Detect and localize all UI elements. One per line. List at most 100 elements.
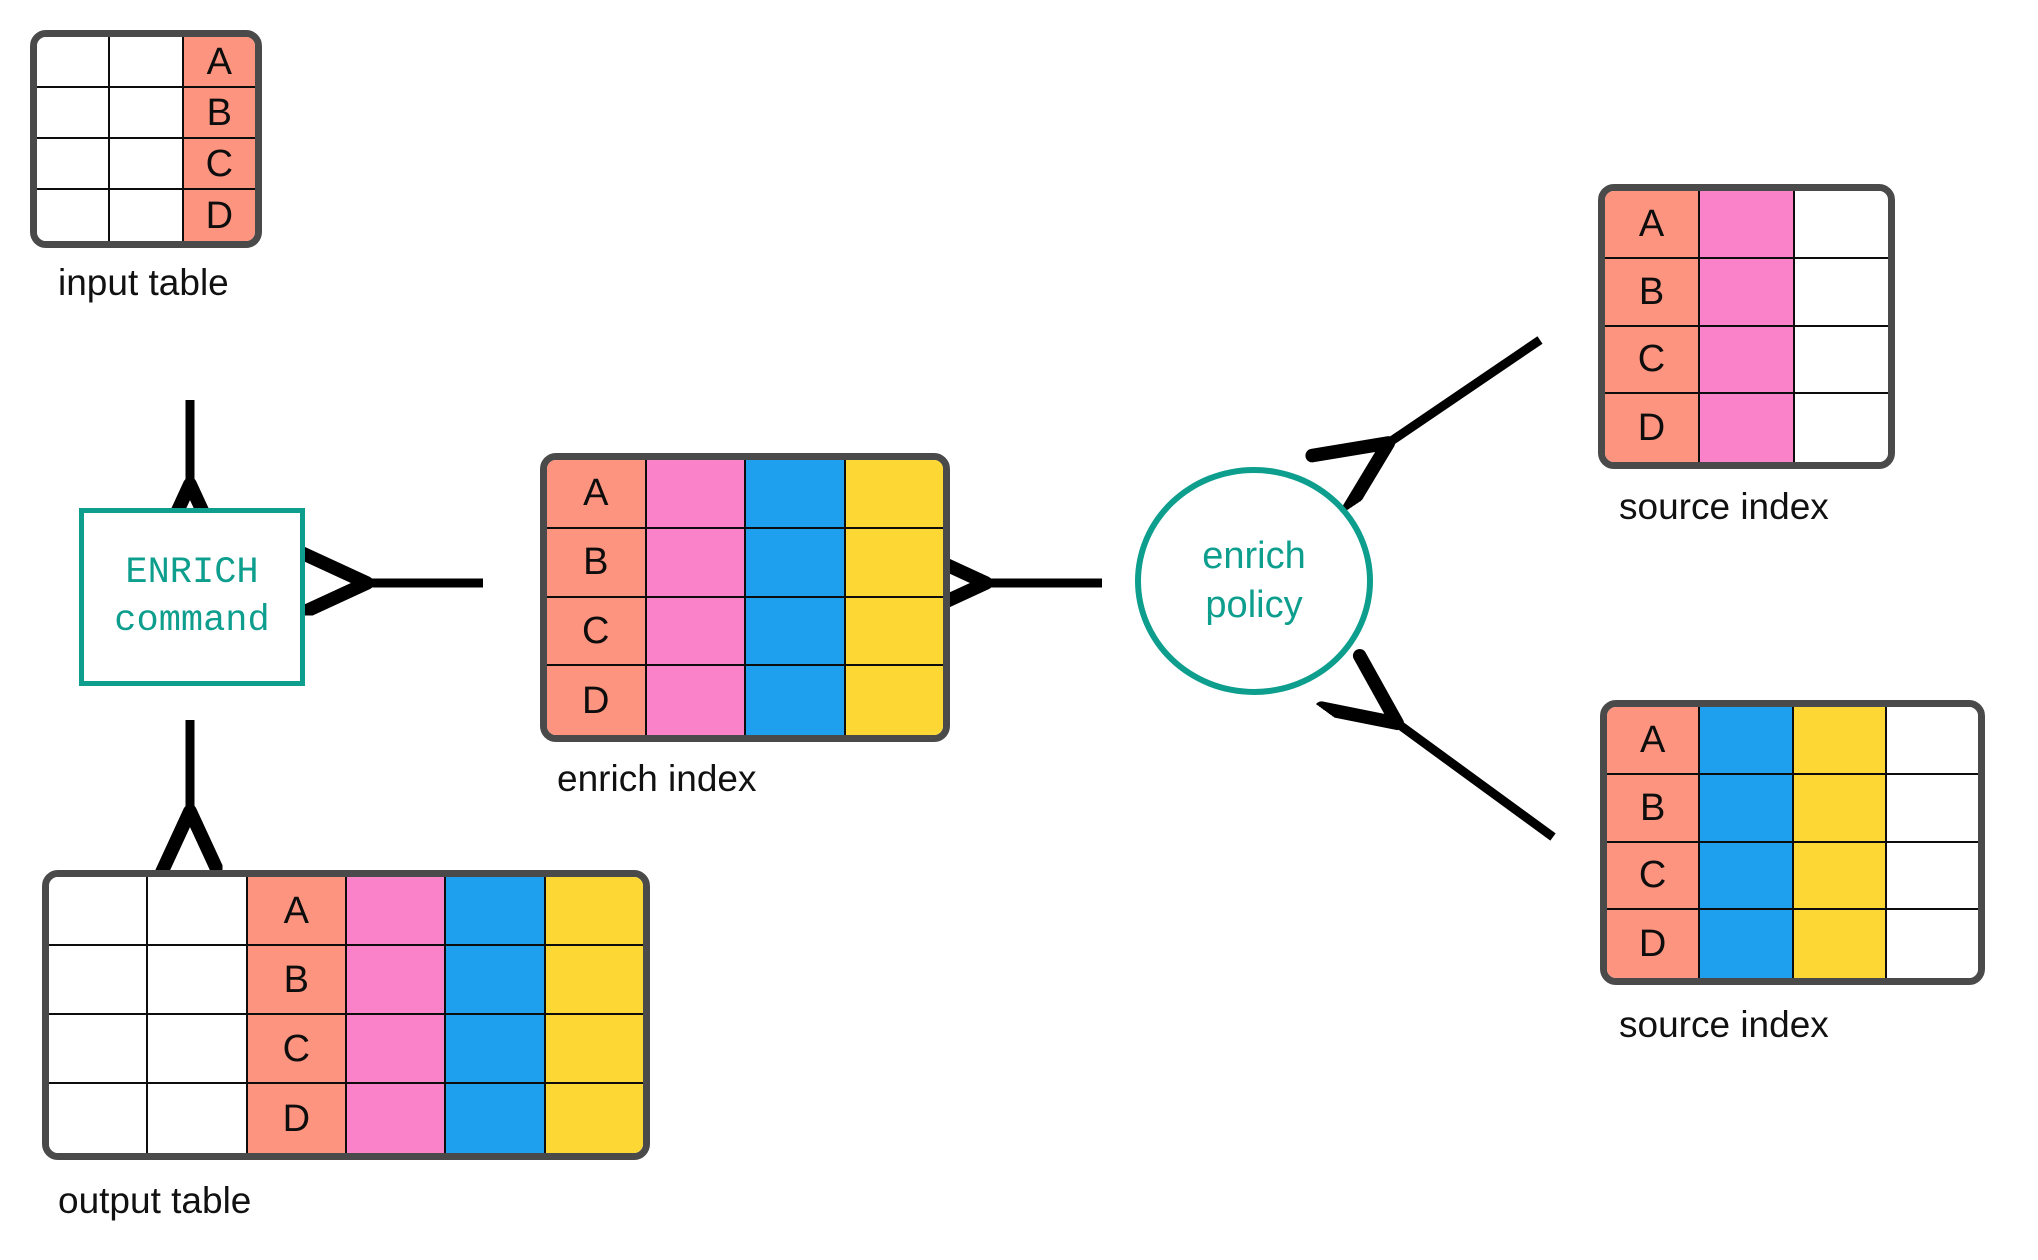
source-bottom-cell-r1c0: B — [1607, 774, 1701, 843]
enrich-index-caption: enrich index — [557, 758, 757, 799]
output-cell-r0c3 — [346, 877, 447, 946]
enrich-policy-line-2: policy — [1205, 584, 1303, 626]
table-row: D — [1607, 910, 1978, 978]
source-top-cell-r2c2 — [1795, 326, 1888, 395]
source-bottom-cell-r0c0: A — [1607, 707, 1701, 775]
output-cell-r3c1 — [148, 1084, 248, 1153]
input-cell-r2c2: C — [183, 139, 255, 190]
enrich-cell-r3c3 — [845, 666, 943, 735]
enrich-cell-r0c3 — [845, 460, 943, 529]
output-cell-r2c4 — [446, 1015, 546, 1084]
table-row: D — [49, 1084, 643, 1153]
source-index-bottom-caption: source index — [1619, 1004, 1829, 1045]
enrich-cell-r3c2 — [746, 666, 846, 735]
enrich-cell-r2c0: C — [547, 597, 647, 667]
source-bottom-cell-r1c1 — [1700, 774, 1794, 843]
enrich-index-table: A B C D — [540, 453, 950, 742]
enrich-command-box[interactable]: ENRICH command — [79, 508, 305, 686]
output-table: A B C D — [42, 870, 650, 1160]
table-row: D — [1605, 394, 1888, 462]
table-row: A — [37, 37, 255, 88]
source-bottom-cell-r0c1 — [1700, 707, 1794, 775]
output-cell-r0c1 — [148, 877, 248, 946]
enrich-policy-line-1: enrich — [1202, 535, 1306, 578]
output-cell-r3c2: D — [247, 1084, 347, 1153]
enrich-cell-r2c1 — [646, 597, 746, 667]
output-cell-r0c2: A — [247, 877, 347, 946]
enrich-policy-node[interactable]: enrich policy — [1135, 467, 1373, 695]
source-index-top-caption: source index — [1619, 486, 1829, 527]
input-cell-r0c2: A — [183, 37, 255, 88]
source-index-bottom-table: A B C D — [1600, 700, 1985, 985]
enrich-command-line-1: ENRICH — [125, 551, 259, 594]
output-cell-r2c3 — [346, 1015, 447, 1084]
input-cell-r3c2: D — [183, 190, 255, 241]
input-table-caption: input table — [58, 262, 229, 303]
source-bottom-cell-r0c2 — [1793, 707, 1887, 775]
output-table-caption: output table — [58, 1180, 252, 1221]
enrich-cell-r1c0: B — [547, 528, 647, 598]
output-cell-r3c4 — [446, 1084, 546, 1153]
output-cell-r1c0 — [49, 946, 149, 1015]
source-top-cell-r1c0: B — [1605, 258, 1700, 327]
output-cell-r1c1 — [148, 946, 248, 1015]
source-bottom-cell-r2c2 — [1793, 842, 1887, 911]
enrich-cell-r2c2 — [746, 597, 846, 667]
arrow-source-top-to-policy — [1381, 336, 1543, 448]
source-top-cell-r0c2 — [1795, 191, 1888, 259]
enrich-cell-r0c0: A — [547, 460, 647, 529]
table-row: A — [49, 877, 643, 946]
source-index-top-table: A B C D — [1598, 184, 1895, 469]
table-row: A — [1605, 191, 1888, 259]
source-top-cell-r1c1 — [1700, 258, 1795, 327]
source-bottom-cell-r3c1 — [1700, 910, 1794, 978]
enrich-cell-r3c1 — [646, 666, 746, 735]
table-row: B — [1607, 774, 1978, 843]
input-cell-r1c0 — [37, 88, 111, 139]
table-row: C — [547, 597, 943, 667]
table-row: A — [1607, 707, 1978, 775]
output-cell-r1c5 — [545, 946, 643, 1015]
enrich-cell-r3c0: D — [547, 666, 647, 735]
output-cell-r2c2: C — [247, 1015, 347, 1084]
source-top-cell-r0c1 — [1700, 191, 1795, 259]
table-row: D — [37, 190, 255, 241]
input-cell-r3c1 — [110, 190, 184, 241]
source-bottom-cell-r3c2 — [1793, 910, 1887, 978]
input-cell-r2c1 — [110, 139, 184, 190]
input-cell-r1c1 — [110, 88, 184, 139]
enrich-cell-r1c1 — [646, 528, 746, 598]
source-top-cell-r3c0: D — [1605, 394, 1700, 462]
table-row: B — [37, 88, 255, 139]
table-row: A — [547, 460, 943, 529]
table-row: C — [37, 139, 255, 190]
enrich-cell-r0c2 — [746, 460, 846, 529]
table-row: C — [1605, 326, 1888, 395]
output-cell-r3c0 — [49, 1084, 149, 1153]
input-cell-r1c2: B — [183, 88, 255, 139]
source-top-cell-r0c0: A — [1605, 191, 1700, 259]
input-cell-r0c1 — [110, 37, 184, 88]
output-cell-r2c1 — [148, 1015, 248, 1084]
table-row: B — [1605, 258, 1888, 327]
source-bottom-cell-r0c3 — [1886, 707, 1978, 775]
source-bottom-cell-r2c0: C — [1607, 842, 1701, 911]
source-top-cell-r3c2 — [1795, 394, 1888, 462]
source-bottom-cell-r2c1 — [1700, 842, 1794, 911]
source-bottom-cell-r1c3 — [1886, 774, 1978, 843]
enrich-cell-r1c2 — [746, 528, 846, 598]
source-bottom-cell-r3c0: D — [1607, 910, 1701, 978]
source-top-cell-r2c0: C — [1605, 326, 1700, 395]
source-top-cell-r3c1 — [1700, 394, 1795, 462]
output-cell-r1c4 — [446, 946, 546, 1015]
input-cell-r2c0 — [37, 139, 111, 190]
input-cell-r3c0 — [37, 190, 111, 241]
output-cell-r2c0 — [49, 1015, 149, 1084]
source-bottom-cell-r1c2 — [1793, 774, 1887, 843]
output-cell-r2c5 — [545, 1015, 643, 1084]
enrich-cell-r2c3 — [845, 597, 943, 667]
output-cell-r0c0 — [49, 877, 149, 946]
output-cell-r1c3 — [346, 946, 447, 1015]
input-table: A B C D — [30, 30, 262, 248]
